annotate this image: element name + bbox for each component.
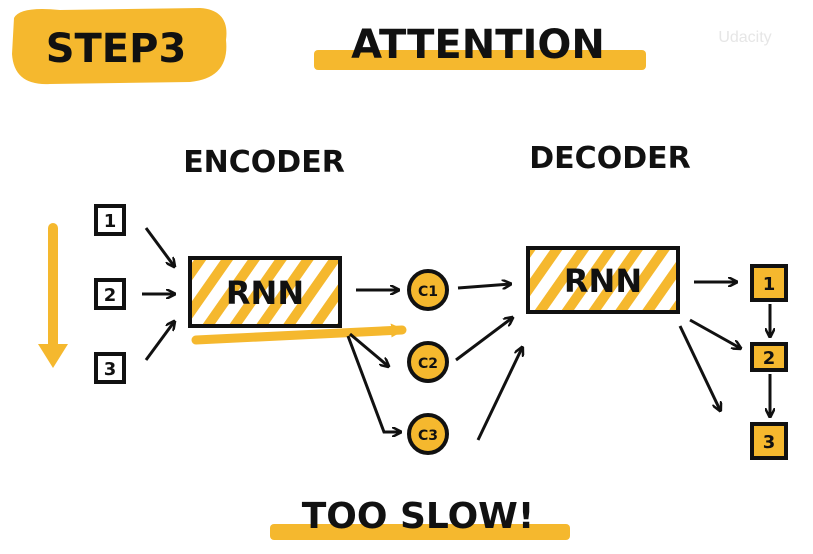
footer-caption: TOO SLOW!	[302, 496, 535, 537]
decoder-output-label: 1	[763, 274, 776, 295]
encoder-heading: ENCODER	[183, 145, 345, 180]
footer-caption-block: TOO SLOW!	[270, 496, 570, 540]
encoder-input-3: 3	[94, 352, 126, 384]
title-block: ATTENTION	[314, 22, 646, 70]
decoder-heading: DECODER	[529, 141, 690, 176]
decoder-output-label: 3	[763, 432, 776, 453]
encoder-input-label: 3	[104, 359, 117, 380]
time-arrow-head	[38, 344, 68, 368]
encoder-rnn-box: RNN	[188, 256, 342, 328]
decoder-output-1: 1	[750, 264, 788, 302]
title-highlight	[314, 50, 646, 70]
context-vector-label: C2	[418, 356, 438, 372]
step-badge: STEP3	[12, 8, 227, 85]
context-vector-label: C1	[418, 284, 438, 300]
encoder-input-label: 1	[104, 211, 117, 232]
encoder-rnn-label: RNN	[226, 274, 304, 312]
watermark: Udacity	[718, 29, 771, 46]
caption-highlight	[270, 524, 570, 540]
arrow-encoder-to-c2	[349, 332, 388, 366]
decoder-rnn-label: RNN	[564, 262, 642, 300]
arrow-decoder-to-output2	[689, 318, 740, 348]
decoder-output-2: 2	[750, 342, 788, 372]
arrow-c1-to-decoder	[457, 284, 510, 288]
encoder-input-label: 2	[104, 285, 117, 306]
context-vector-label: C3	[418, 428, 438, 444]
decoder-rnn-box: RNN	[526, 246, 680, 314]
step-label: STEP3	[46, 26, 187, 72]
context-vector-c2: C2	[407, 341, 449, 383]
encoder-input-2: 2	[94, 278, 126, 310]
arrow-input3-to-encoder	[144, 322, 174, 361]
arrow-c2-to-decoder	[455, 318, 512, 362]
decoder-output-3: 3	[750, 422, 788, 460]
arrow-input1-to-encoder	[144, 227, 174, 266]
decoder-output-label: 2	[763, 348, 776, 369]
page-title: ATTENTION	[351, 22, 605, 68]
encoder-input-1: 1	[94, 204, 126, 236]
arrow-c3-to-decoder	[476, 348, 522, 441]
attention-flow-arrow	[191, 323, 407, 345]
arrow-encoder-to-c3	[346, 335, 400, 432]
context-vector-c3: C3	[407, 413, 449, 455]
context-vector-c1: C1	[407, 269, 449, 311]
arrow-decoder-to-output3	[678, 325, 720, 410]
